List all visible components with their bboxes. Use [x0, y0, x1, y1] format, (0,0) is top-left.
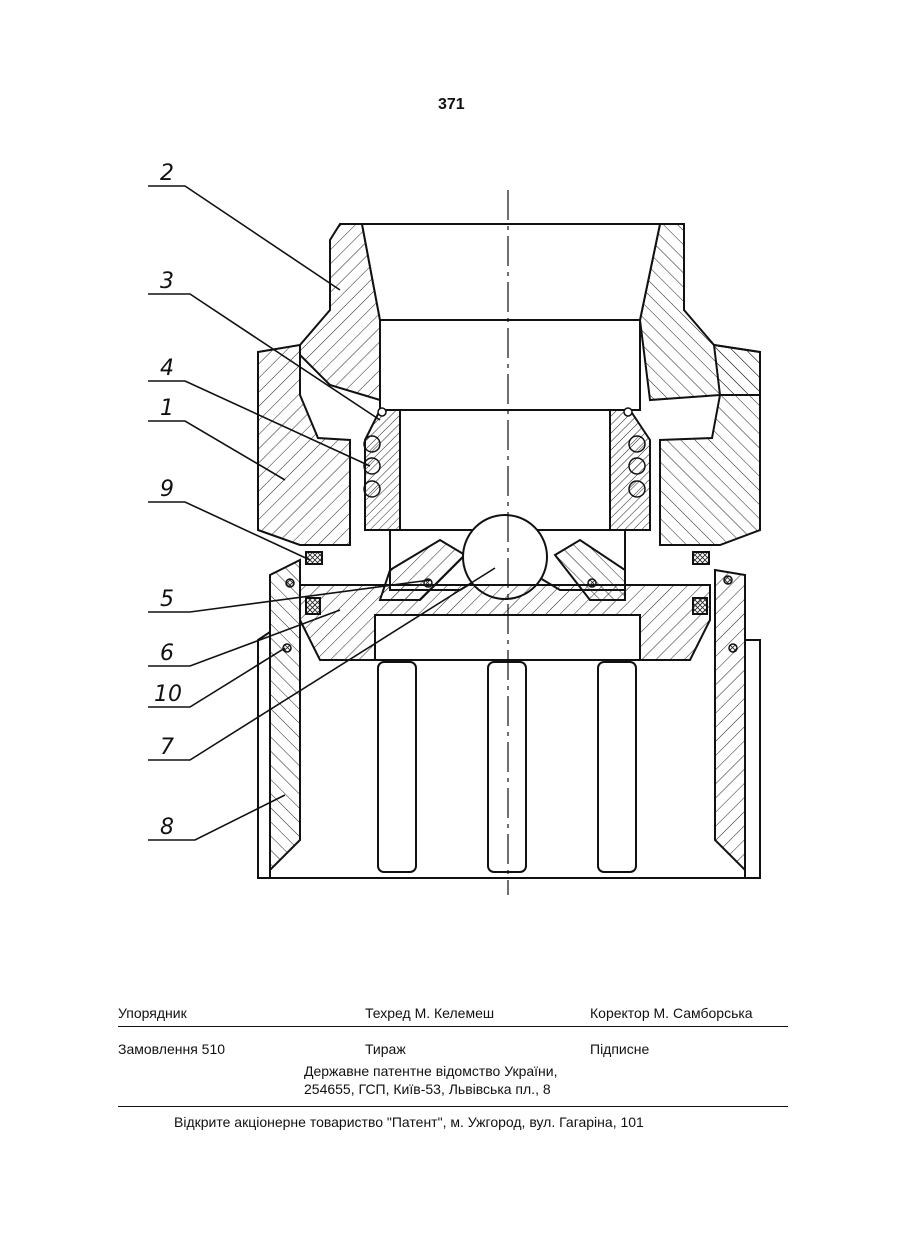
label-3: 3: [160, 269, 174, 294]
label-6: 6: [160, 641, 174, 666]
office-line-1: Державне патентне відомство України,: [304, 1063, 558, 1079]
tech-editor: Техред М. Келемеш: [365, 1005, 494, 1021]
spring-coils: [364, 408, 645, 497]
publisher: Відкрите акціонерне товариство "Патент",…: [174, 1114, 644, 1130]
label-7: 7: [160, 735, 174, 760]
slot-1: [378, 662, 416, 872]
cone-opening: [362, 224, 660, 320]
seal-left-mid: [306, 598, 320, 614]
sleeve-8-right-outer: [745, 640, 760, 878]
subscription: Підписне: [590, 1041, 649, 1057]
proofreader: Коректор М. Самборська: [590, 1005, 753, 1021]
leader-labels: 2 3 4 1 9 5 6 10 7 8: [154, 161, 182, 840]
sleeve-8-left: [270, 560, 300, 870]
office-line-2: 254655, ГСП, Київ-53, Львівська пл., 8: [304, 1081, 551, 1097]
divider-top: [118, 1026, 788, 1027]
slot-3: [598, 662, 636, 872]
order-number: Замовлення 510: [118, 1041, 225, 1057]
seal-right-top: [693, 552, 709, 564]
divider-bottom: [118, 1106, 788, 1107]
technical-drawing: 2 3 4 1 9 5 6 10 7 8: [0, 0, 900, 1000]
sleeve-8-left-outer: [258, 632, 270, 878]
label-4: 4: [160, 356, 174, 381]
slot-2: [488, 662, 526, 872]
circulation: Тираж: [365, 1041, 406, 1057]
seal-right-mid: [693, 598, 707, 614]
inner-bore: [380, 320, 640, 410]
sleeve-8-right: [715, 570, 745, 870]
compiler-label: Упорядник: [118, 1005, 187, 1021]
label-8: 8: [160, 815, 174, 840]
label-10: 10: [154, 682, 182, 707]
seal-left-top: [306, 552, 322, 564]
label-1: 1: [160, 396, 174, 421]
drawing-body: [258, 190, 760, 895]
label-9: 9: [160, 477, 174, 502]
label-2: 2: [160, 161, 174, 186]
label-5: 5: [160, 587, 174, 612]
